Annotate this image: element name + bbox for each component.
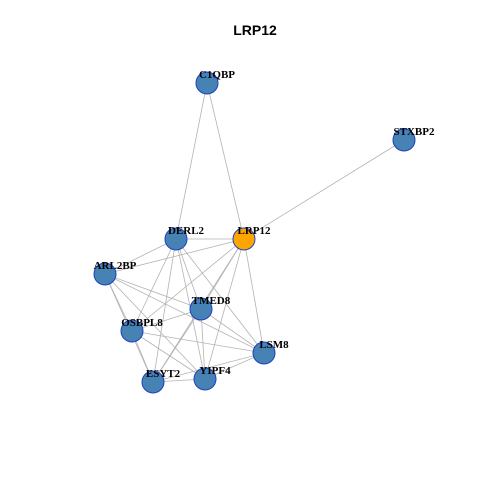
node-label-tmed8: TMED8 [192, 295, 231, 307]
node-derl2: DERL2 [164, 225, 205, 251]
node-label-stxbp2: STXBP2 [394, 126, 435, 138]
node-lsm8: LSM8 [252, 339, 289, 365]
edge-c1qbp-lrp12 [206, 82, 245, 240]
edge-stxbp2-lrp12 [243, 139, 405, 240]
node-lrp12: LRP12 [232, 225, 272, 251]
node-circle-arl2bp [93, 262, 117, 286]
edge-esyt2-lsm8 [152, 352, 265, 383]
edge-tmed8-yipf4 [200, 308, 206, 380]
edge-osbpl8-lsm8 [131, 330, 265, 354]
edge-derl2-tmed8 [175, 238, 202, 310]
node-circle-esyt2 [141, 370, 165, 394]
node-label-lrp12: LRP12 [238, 225, 272, 237]
edge-lrp12-arl2bp [104, 238, 245, 275]
node-osbpl8: OSBPL8 [120, 317, 163, 343]
edge-derl2-lsm8 [175, 238, 265, 354]
edge-tmed8-osbpl8 [131, 308, 202, 332]
node-tmed8: TMED8 [189, 295, 231, 321]
node-circle-c1qbp [195, 71, 219, 95]
node-circle-tmed8 [189, 297, 213, 321]
node-label-derl2: DERL2 [168, 225, 205, 237]
node-label-lsm8: LSM8 [259, 339, 289, 351]
edge-arl2bp-lsm8 [104, 273, 265, 354]
graph-title: LRP12 [233, 22, 277, 38]
node-circle-lrp12 [232, 227, 256, 251]
node-circle-derl2 [164, 227, 188, 251]
node-esyt2: ESYT2 [141, 368, 181, 394]
edge-arl2bp-yipf4 [104, 273, 206, 380]
edge-arl2bp-tmed8 [104, 273, 202, 310]
edge-osbpl8-yipf4 [131, 330, 206, 380]
edge-lrp12-lsm8 [243, 238, 265, 354]
node-yipf4: YIPF4 [193, 365, 231, 391]
edge-lrp12-osbpl8 [131, 238, 245, 332]
node-circle-stxbp2 [392, 128, 416, 152]
node-label-arl2bp: ARL2BP [94, 260, 137, 272]
edge-derl2-esyt2 [152, 238, 177, 383]
edge-tmed8-lsm8 [200, 308, 265, 354]
node-label-esyt2: ESYT2 [146, 368, 181, 380]
node-label-yipf4: YIPF4 [199, 365, 231, 377]
edge-lrp12-yipf4 [204, 238, 245, 380]
edge-derl2-osbpl8 [131, 238, 177, 332]
node-label-c1qbp: C1QBP [199, 69, 235, 81]
node-stxbp2: STXBP2 [392, 126, 435, 152]
edge-tmed8-esyt2 [152, 308, 202, 383]
node-arl2bp: ARL2BP [93, 260, 137, 286]
node-c1qbp: C1QBP [195, 69, 235, 95]
node-circle-lsm8 [252, 341, 276, 365]
edge-derl2-arl2bp [104, 238, 177, 275]
node-label-osbpl8: OSBPL8 [121, 317, 163, 329]
node-circle-osbpl8 [120, 319, 144, 343]
node-circle-yipf4 [193, 367, 217, 391]
edge-c1qbp-derl2 [175, 82, 208, 240]
